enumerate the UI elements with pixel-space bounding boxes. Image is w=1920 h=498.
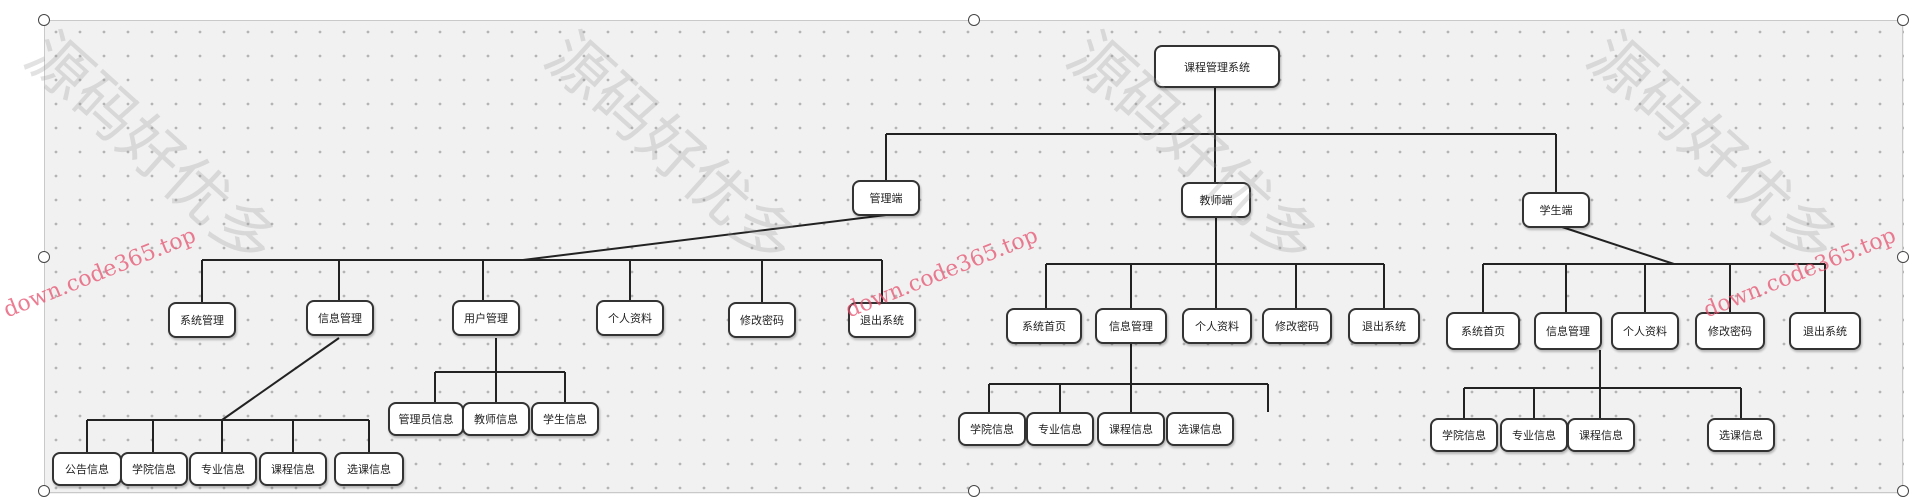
admin-info-sub-node[interactable]: 学院信息 <box>120 452 188 486</box>
resize-handle-middle-left[interactable] <box>38 251 50 263</box>
admin-info-sub-node[interactable]: 公告信息 <box>52 452 122 486</box>
admin-user-sub-node[interactable]: 教师信息 <box>462 402 530 436</box>
connector <box>221 337 340 421</box>
resize-handle-bottom-right[interactable] <box>1897 485 1909 497</box>
teacher-child-node[interactable]: 退出系统 <box>1348 308 1420 344</box>
admin-info-sub-node[interactable]: 课程信息 <box>259 452 327 486</box>
teacher-child-node[interactable]: 信息管理 <box>1095 308 1167 344</box>
admin-child-node[interactable]: 系统管理 <box>168 302 236 338</box>
student-child-node[interactable]: 系统首页 <box>1446 312 1520 350</box>
student-info-sub-node[interactable]: 选课信息 <box>1707 418 1775 452</box>
teacher-info-sub-node[interactable]: 学院信息 <box>958 412 1026 446</box>
student-info-sub-node[interactable]: 学院信息 <box>1430 418 1498 452</box>
resize-handle-bottom-middle[interactable] <box>968 485 980 497</box>
teacher-child-node[interactable]: 系统首页 <box>1006 308 1082 344</box>
connector <box>522 214 887 261</box>
admin-child-node[interactable]: 用户管理 <box>452 300 520 336</box>
student-child-node[interactable]: 信息管理 <box>1534 312 1602 350</box>
teacher-info-sub-node[interactable]: 课程信息 <box>1097 412 1165 446</box>
branch-node-student[interactable]: 学生端 <box>1522 192 1590 228</box>
resize-handle-bottom-left[interactable] <box>38 485 50 497</box>
teacher-child-node[interactable]: 修改密码 <box>1262 308 1332 344</box>
resize-handle-top-left[interactable] <box>38 14 50 26</box>
admin-child-node[interactable]: 个人资料 <box>596 300 664 336</box>
resize-handle-top-right[interactable] <box>1897 14 1909 26</box>
student-child-node[interactable]: 退出系统 <box>1789 312 1861 350</box>
admin-child-node[interactable]: 退出系统 <box>848 302 916 338</box>
admin-user-sub-node[interactable]: 学生信息 <box>531 402 599 436</box>
resize-handle-middle-right[interactable] <box>1897 251 1909 263</box>
student-info-sub-node[interactable]: 专业信息 <box>1500 418 1568 452</box>
branch-node-teacher[interactable]: 教师端 <box>1181 182 1251 218</box>
admin-user-sub-node[interactable]: 管理员信息 <box>388 402 464 436</box>
connector-lines <box>86 88 1826 452</box>
connector <box>1555 224 1675 265</box>
dot-grid <box>44 20 1904 494</box>
admin-info-sub-node[interactable]: 专业信息 <box>189 452 257 486</box>
root-node[interactable]: 课程管理系统 <box>1154 45 1280 88</box>
student-child-node[interactable]: 修改密码 <box>1695 312 1765 350</box>
admin-child-node[interactable]: 信息管理 <box>306 300 374 336</box>
diagram-canvas: 课程管理系统 管理端 教师端 学生端 系统管理 信息管理 用户管理 个人资料 修… <box>44 20 1904 494</box>
admin-info-sub-node[interactable]: 选课信息 <box>334 452 404 486</box>
teacher-info-sub-node[interactable]: 专业信息 <box>1026 412 1094 446</box>
admin-child-node[interactable]: 修改密码 <box>728 302 796 338</box>
teacher-child-node[interactable]: 个人资料 <box>1182 308 1252 344</box>
branch-node-admin[interactable]: 管理端 <box>852 180 920 216</box>
student-child-node[interactable]: 个人资料 <box>1611 312 1679 350</box>
student-info-sub-node[interactable]: 课程信息 <box>1567 418 1635 452</box>
teacher-info-sub-node[interactable]: 选课信息 <box>1166 412 1234 446</box>
resize-handle-top-middle[interactable] <box>968 14 980 26</box>
